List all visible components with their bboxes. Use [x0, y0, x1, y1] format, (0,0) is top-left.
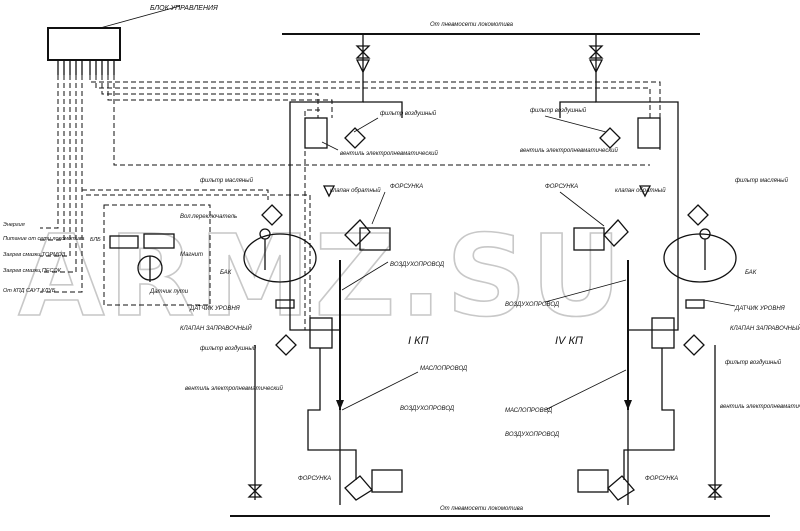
- level-sensor-label-r: ДАТЧИК УРОВНЯ: [734, 306, 786, 312]
- filter-air-label: фильтр воздушный: [380, 110, 437, 117]
- input-labels: Энергия Питание от сети локомотива Загре…: [3, 222, 84, 294]
- bottom-air-label: От пневмосети локомотива: [440, 506, 524, 512]
- valve-em-label-r: вентиль электропневматический: [520, 147, 618, 154]
- filter-air-label-r2: фильтр воздушный: [725, 359, 782, 366]
- air-line-label-r2: ВОЗДУХОПРОВОД: [505, 432, 560, 438]
- level-sensor-label: ДАТЧИК УРОВНЯ: [189, 306, 241, 312]
- filter-oil-label-r: фильтр масляный: [735, 177, 789, 184]
- nozzle-label-2: ФОРСУНКА: [298, 476, 331, 482]
- filter-air-label-2: фильтр воздушный: [200, 345, 257, 352]
- nozzle-label-r: ФОРСУНКА: [545, 184, 578, 190]
- path-sensor-label: Датчик пути: [149, 289, 189, 295]
- air-mains: От пневмосети локомотива От пневмосети л…: [230, 22, 770, 517]
- input-label: Загрев смазки ТОРМОЗ: [3, 252, 66, 258]
- input-label: Энергия: [3, 222, 25, 228]
- fill-valve-label: КЛАПАН ЗАПРАВОЧНЫЙ: [180, 324, 252, 332]
- tank-label-r: БАК: [745, 270, 757, 276]
- check-valve-label-r: клапан обратный: [615, 187, 666, 194]
- control-block: БЛОК УПРАВЛЕНИЯ: [47, 5, 218, 75]
- watermark: ARMZ.SU: [18, 212, 626, 342]
- fill-valve-label-r: КЛАПАН ЗАПРАВОЧНЫЙ: [730, 324, 800, 332]
- unit-left-label: БЛБ: [90, 237, 101, 243]
- valve-em-label-r2: вентиль электропневматический: [720, 403, 800, 410]
- section-kp1: фильтр воздушный вентиль электропневмати…: [180, 34, 468, 505]
- check-valve-label: клапан обратный: [330, 187, 381, 194]
- path-sensor: Вол.переключатель Магнит Датчик пути БЛБ: [90, 214, 237, 295]
- tank-label: БАК: [220, 270, 232, 276]
- oil-line-label: МАСЛОПРОВОД: [420, 366, 468, 372]
- air-line-label-r: ВОЗДУХОПРОВОД: [505, 302, 560, 308]
- input-label: Питание от сети локомотива: [3, 236, 84, 242]
- kp1-label: I КП: [408, 335, 429, 347]
- nozzle-label-r2: ФОРСУНКА: [645, 476, 678, 482]
- reed-switch-label: Вол.переключатель: [180, 214, 237, 220]
- oil-line-label-r: МАСЛОПРОВОД: [505, 408, 553, 414]
- valve-em-label: вентиль электропневматический: [340, 150, 438, 157]
- air-line-label: ВОЗДУХОПРОВОД: [390, 262, 445, 268]
- top-air-label: От пневмосети локомотива: [430, 22, 514, 28]
- magnet-label: Магнит: [180, 252, 203, 258]
- leader-lines: [321, 115, 736, 411]
- section-kp4: фильтр воздушный вентиль электропневмати…: [505, 34, 800, 505]
- control-block-title: БЛОК УПРАВЛЕНИЯ: [150, 5, 218, 12]
- valve-em-label-2: вентиль электропневматический: [185, 385, 283, 392]
- air-line-label-2: ВОЗДУХОПРОВОД: [400, 406, 455, 412]
- filter-oil-label: фильтр масляный: [200, 177, 254, 184]
- nozzle-label: ФОРСУНКА: [390, 184, 423, 190]
- kp4-label: IV КП: [555, 335, 583, 347]
- filter-air-label-r: фильтр воздушный: [530, 107, 587, 114]
- control-lines: [40, 75, 661, 330]
- input-label: Загрев смазки ПЕСОК: [3, 268, 62, 274]
- input-label: От КПД САУТ КЛУБ: [3, 288, 56, 294]
